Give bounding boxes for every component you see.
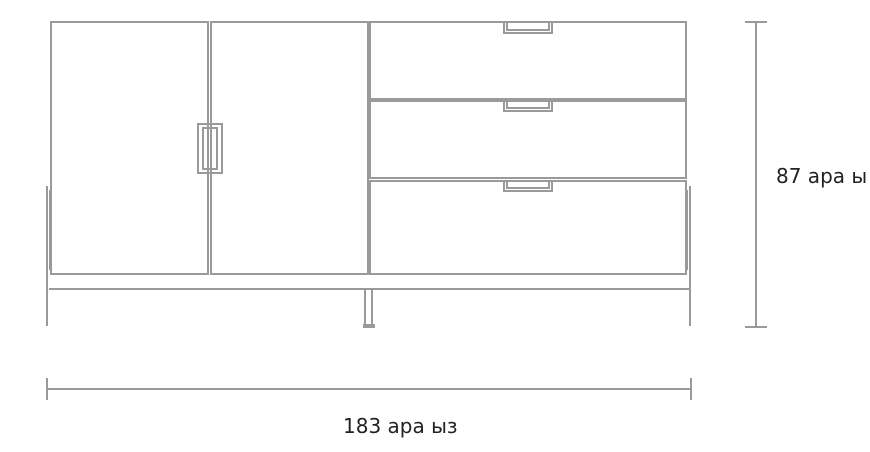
- drawer-top: [369, 21, 687, 100]
- left-leg: [46, 186, 51, 326]
- height-label: 87 ара ы: [776, 164, 868, 188]
- width-label: 183 ара ыз: [343, 414, 458, 438]
- right-leg: [686, 186, 691, 326]
- height-dimension-line: [745, 21, 767, 328]
- center-leg: [363, 288, 375, 328]
- door-handle: [197, 123, 223, 174]
- right-door: [210, 21, 369, 275]
- left-door: [50, 21, 209, 275]
- drawer-middle: [369, 100, 687, 179]
- width-dimension-line: [46, 378, 692, 400]
- drawer-bottom: [369, 180, 687, 275]
